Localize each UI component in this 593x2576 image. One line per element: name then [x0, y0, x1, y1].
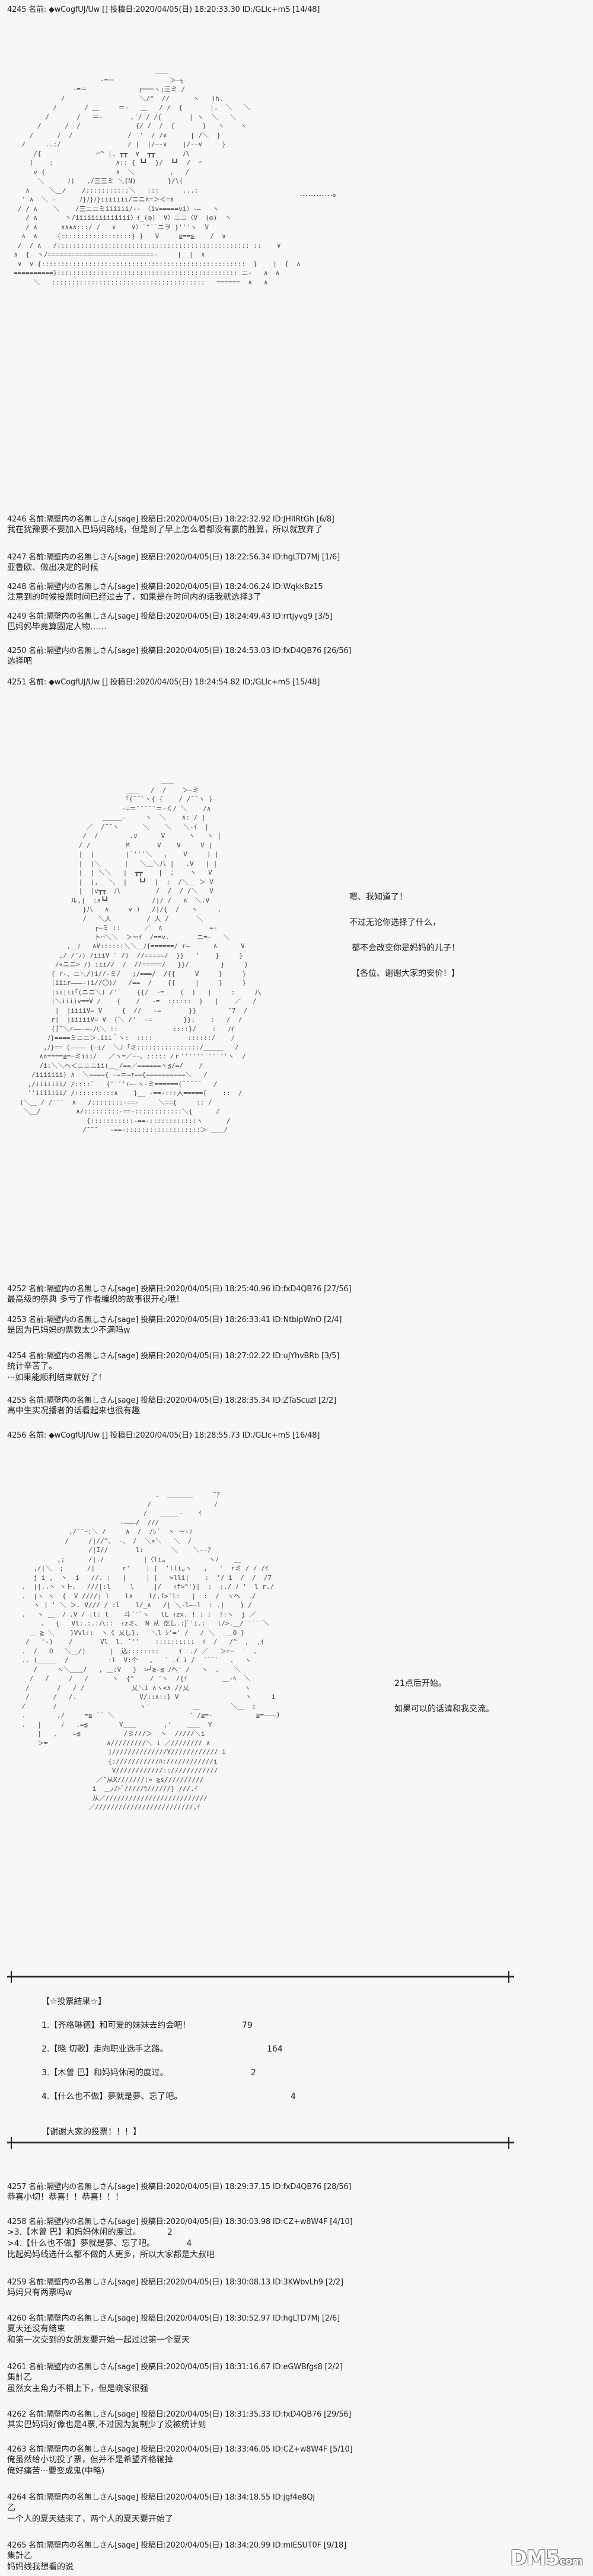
post-header: 4247 名前:隔壁内の名無しさん[sage] 投稿日:2020/04/05(日… [7, 553, 340, 562]
dm5-watermark-logo: DM5com [510, 2546, 583, 2570]
art3-speech: 21点后开始。 如果可以的话请和我交流。 [394, 1678, 494, 1715]
post-4247: 4247 名前:隔壁内の名無しさん[sage] 投稿日:2020/04/05(日… [7, 552, 340, 574]
divider-bottom [7, 2137, 514, 2149]
vote-option-2: 2.【晓 切歌】走向职业选手之路。 [42, 2044, 168, 2054]
post-body: 夏天还没有结束 [7, 2324, 65, 2334]
vote-option-3: 3.【木曽 巴】和妈妈休闲的度过。 [42, 2068, 168, 2078]
post-body: 集計乙 [7, 2373, 32, 2382]
post-body: >4.【什么也不做】夢就是夢、忘了吧。 4 [7, 2239, 192, 2248]
post-body: 我在犹豫要不要加入巴妈妈路线，但是到了早上怎么看都没有赢的胜算，所以就放弃了 [7, 525, 323, 535]
post-4263: 4263 名前:隔壁内の名無しさん[sage] 投稿日:2020/04/05(日… [7, 2444, 353, 2477]
post-header: 4250 名前:隔壁内の名無しさん[sage] 投稿日:2020/04/05(日… [7, 647, 352, 655]
post-4257: 4257 名前:隔壁内の名無しさん[sage] 投稿日:2020/04/05(日… [7, 2182, 352, 2203]
post-4259: 4259 名前:隔壁内の名無しさん[sage] 投稿日:2020/04/05(日… [7, 2277, 343, 2299]
post-header: 4265 名前:隔壁内の名無しさん[sage] 投稿日:2020/04/05(日… [7, 2541, 346, 2550]
post-header: 4261 名前:隔壁内の名無しさん[sage] 投稿日:2020/04/05(日… [7, 2363, 343, 2372]
speech-line: 都不会改变你是妈妈的儿子！ [352, 943, 460, 953]
post-body: 妈妈线我想看的说 [7, 2562, 74, 2572]
speech-line: 如果可以的话请和我交流。 [394, 1704, 494, 1714]
post-4264: 4264 名前:隔壁内の名無しさん[sage] 投稿日:2020/04/05(日… [7, 2492, 315, 2525]
post-body: 俺虽然给小切投了票，但并不是希望齐格输掉 [7, 2455, 173, 2465]
post-body: 注意到的时候投票时间已经过去了，如果是在时间内的话我就选择3了 [7, 593, 262, 602]
post-body: 亚鲁欧、做出决定的时候 [7, 563, 98, 572]
post-body: 乙 [7, 2503, 15, 2513]
ascii-art-character-3: . ＿＿＿＿ ¯ｱ / / / ＿＿＿- ｲ -―――/ /// ,/¯¯ｰ:＼… [21, 1491, 280, 1811]
post-body: 俺好痛苦···要变成鬼(中略) [7, 2466, 105, 2476]
post-4254: 4254 名前:隔壁内の名無しさん[sage] 投稿日:2020/04/05(日… [7, 1351, 339, 1384]
post-header: 4248 名前:隔壁内の名無しさん[sage] 投稿日:2020/04/05(日… [7, 583, 323, 591]
post-header: 4253 名前:隔壁内の名無しさん[sage] 投稿日:2020/04/05(日… [7, 1316, 342, 1324]
post-4255: 4255 名前:隔壁内の名無しさん[sage] 投稿日:2020/04/05(日… [7, 1396, 336, 1417]
post-header: 4249 名前:隔壁内の名無しさん[sage] 投稿日:2020/04/05(日… [7, 612, 333, 621]
post-body: 其实巴妈妈好像也是4票,不过因为复制少了没被统计到 [7, 2420, 206, 2430]
post-header-4245: 4245 名前: ◆wCogfUJ/Uw [] 投稿日:2020/04/05(日… [7, 5, 320, 14]
post-body: 一个人的夏天结束了，两个人的夏天要开始了 [7, 2514, 173, 2524]
post-header: 4262 名前:隔壁内の名無しさん[sage] 投稿日:2020/04/05(日… [7, 2410, 352, 2419]
post-4252: 4252 名前:隔壁内の名無しさん[sage] 投稿日:2020/04/05(日… [7, 1284, 352, 1305]
post-4253: 4253 名前:隔壁内の名無しさん[sage] 投稿日:2020/04/05(日… [7, 1315, 342, 1336]
post-header: 4258 名前:隔壁内の名無しさん[sage] 投稿日:2020/04/05(日… [7, 2217, 353, 2226]
art1-caption: …………。 [299, 189, 341, 199]
post-body: 集計乙 [7, 2551, 32, 2561]
post-4258: 4258 名前:隔壁内の名無しさん[sage] 投稿日:2020/04/05(日… [7, 2217, 353, 2261]
post-body: 和第一次交到的女朋友要开始一起过过第一个夏天 [7, 2335, 190, 2345]
post-4249: 4249 名前:隔壁内の名無しさん[sage] 投稿日:2020/04/05(日… [7, 612, 333, 633]
vote-count-3: 2 [251, 2068, 256, 2078]
post-body: 统计辛苦了。 [7, 1362, 57, 1371]
post-body: 最高级的祭典 多亏了作者编织的故事很开心哦！ [7, 1295, 184, 1304]
post-body: >3.【木曽 巴】和妈妈休闲的度过。 2 [7, 2228, 173, 2237]
post-body: 妈妈只有两票吗w [7, 2288, 72, 2297]
divider-top [7, 1971, 514, 1983]
post-4265: 4265 名前:隔壁内の名無しさん[sage] 投稿日:2020/04/05(日… [7, 2540, 346, 2573]
post-4262: 4262 名前:隔壁内の名無しさん[sage] 投稿日:2020/04/05(日… [7, 2409, 352, 2431]
ascii-art-character-1: ＿＿ -=＝ ＞―┐ -=＝ ┌───ヽ;三ミ / / ＼/" // ヽ )h.… [14, 67, 301, 286]
post-body: 高中生实况播者的话看起来也很有趣 [7, 1406, 140, 1416]
post-header: 4260 名前:隔壁内の名無しさん[sage] 投稿日:2020/04/05(日… [7, 2314, 340, 2323]
vote-title: 【☆投票結果☆】 [42, 1997, 107, 2007]
post-body: 选择吧 [7, 657, 32, 666]
post-4250: 4250 名前:隔壁内の名無しさん[sage] 投稿日:2020/04/05(日… [7, 646, 352, 667]
post-body: 巴妈妈毕竟算固定人物…… [7, 622, 107, 632]
post-header: 4252 名前:隔壁内の名無しさん[sage] 投稿日:2020/04/05(日… [7, 1285, 352, 1294]
vote-option-1: 1.【齐格琳德】和可爱的妹妹去约会吧！ [42, 2021, 191, 2030]
post-header: 4257 名前:隔壁内の名無しさん[sage] 投稿日:2020/04/05(日… [7, 2183, 352, 2191]
post-body: ···如果能顺利结束就好了！ [7, 1373, 107, 1383]
post-header: 4264 名前:隔壁内の名無しさん[sage] 投稿日:2020/04/05(日… [7, 2493, 315, 2502]
art2-speech: 嗯、我知道了！ 不过无论你选择了什么， 都不会改变你是妈妈的儿子！ 【各位、谢谢… [349, 892, 460, 980]
vote-option-4: 4.【什么也不做】夢就是夢、忘了吧。 [42, 2092, 183, 2101]
post-body: 是因为巴妈妈的票数太少不满吗w [7, 1326, 130, 1335]
post-4246: 4246 名前:隔壁内の名無しさん[sage] 投稿日:2020/04/05(日… [7, 514, 334, 536]
post-header: 4263 名前:隔壁内の名無しさん[sage] 投稿日:2020/04/05(日… [7, 2445, 353, 2454]
vote-count-1: 79 [242, 2021, 253, 2030]
post-body: 恭喜小切！恭喜！！恭喜！！！ [7, 2193, 123, 2202]
ascii-art-character-2: ＿＿ ＿＿ / / ＞―ミ ｢{¯¯`ヽ{ { / /¯¯ヽ } -=＝¯¯¯¯… [20, 777, 262, 1134]
speech-line: 不过无论你选择了什么， [349, 918, 441, 927]
post-4260: 4260 名前:隔壁内の名無しさん[sage] 投稿日:2020/04/05(日… [7, 2313, 340, 2346]
post-header: 4254 名前:隔壁内の名無しさん[sage] 投稿日:2020/04/05(日… [7, 1352, 340, 1361]
post-header: 4259 名前:隔壁内の名無しさん[sage] 投稿日:2020/04/05(日… [7, 2278, 343, 2287]
speech-line: 【各位、谢谢大家的安价！】 [352, 969, 460, 978]
post-4261: 4261 名前:隔壁内の名無しさん[sage] 投稿日:2020/04/05(日… [7, 2362, 343, 2395]
speech-line: 嗯、我知道了！ [349, 892, 407, 902]
post-header: 4255 名前:隔壁内の名無しさん[sage] 投稿日:2020/04/05(日… [7, 1396, 336, 1405]
vote-thanks: 【谢谢大家的投票！！！】 [42, 2127, 141, 2137]
post-body: 虽然女主角力不相上下，但是晓家很强 [7, 2384, 148, 2393]
vote-count-2: 164 [267, 2044, 283, 2054]
post-header: 4246 名前:隔壁内の名無しさん[sage] 投稿日:2020/04/05(日… [7, 515, 334, 524]
speech-line: 21点后开始。 [394, 1679, 447, 1688]
post-header-4256: 4256 名前: ◆wCogfUJ/Uw [] 投稿日:2020/04/05(日… [7, 1431, 320, 1440]
vote-count-4: 4 [291, 2092, 296, 2101]
post-header-4251: 4251 名前: ◆wCogfUJ/Uw [] 投稿日:2020/04/05(日… [7, 678, 320, 687]
post-body: 比起妈妈线选什么都不做的人更多，所以大家都是大叔吧 [7, 2250, 215, 2260]
post-4248: 4248 名前:隔壁内の名無しさん[sage] 投稿日:2020/04/05(日… [7, 582, 323, 603]
